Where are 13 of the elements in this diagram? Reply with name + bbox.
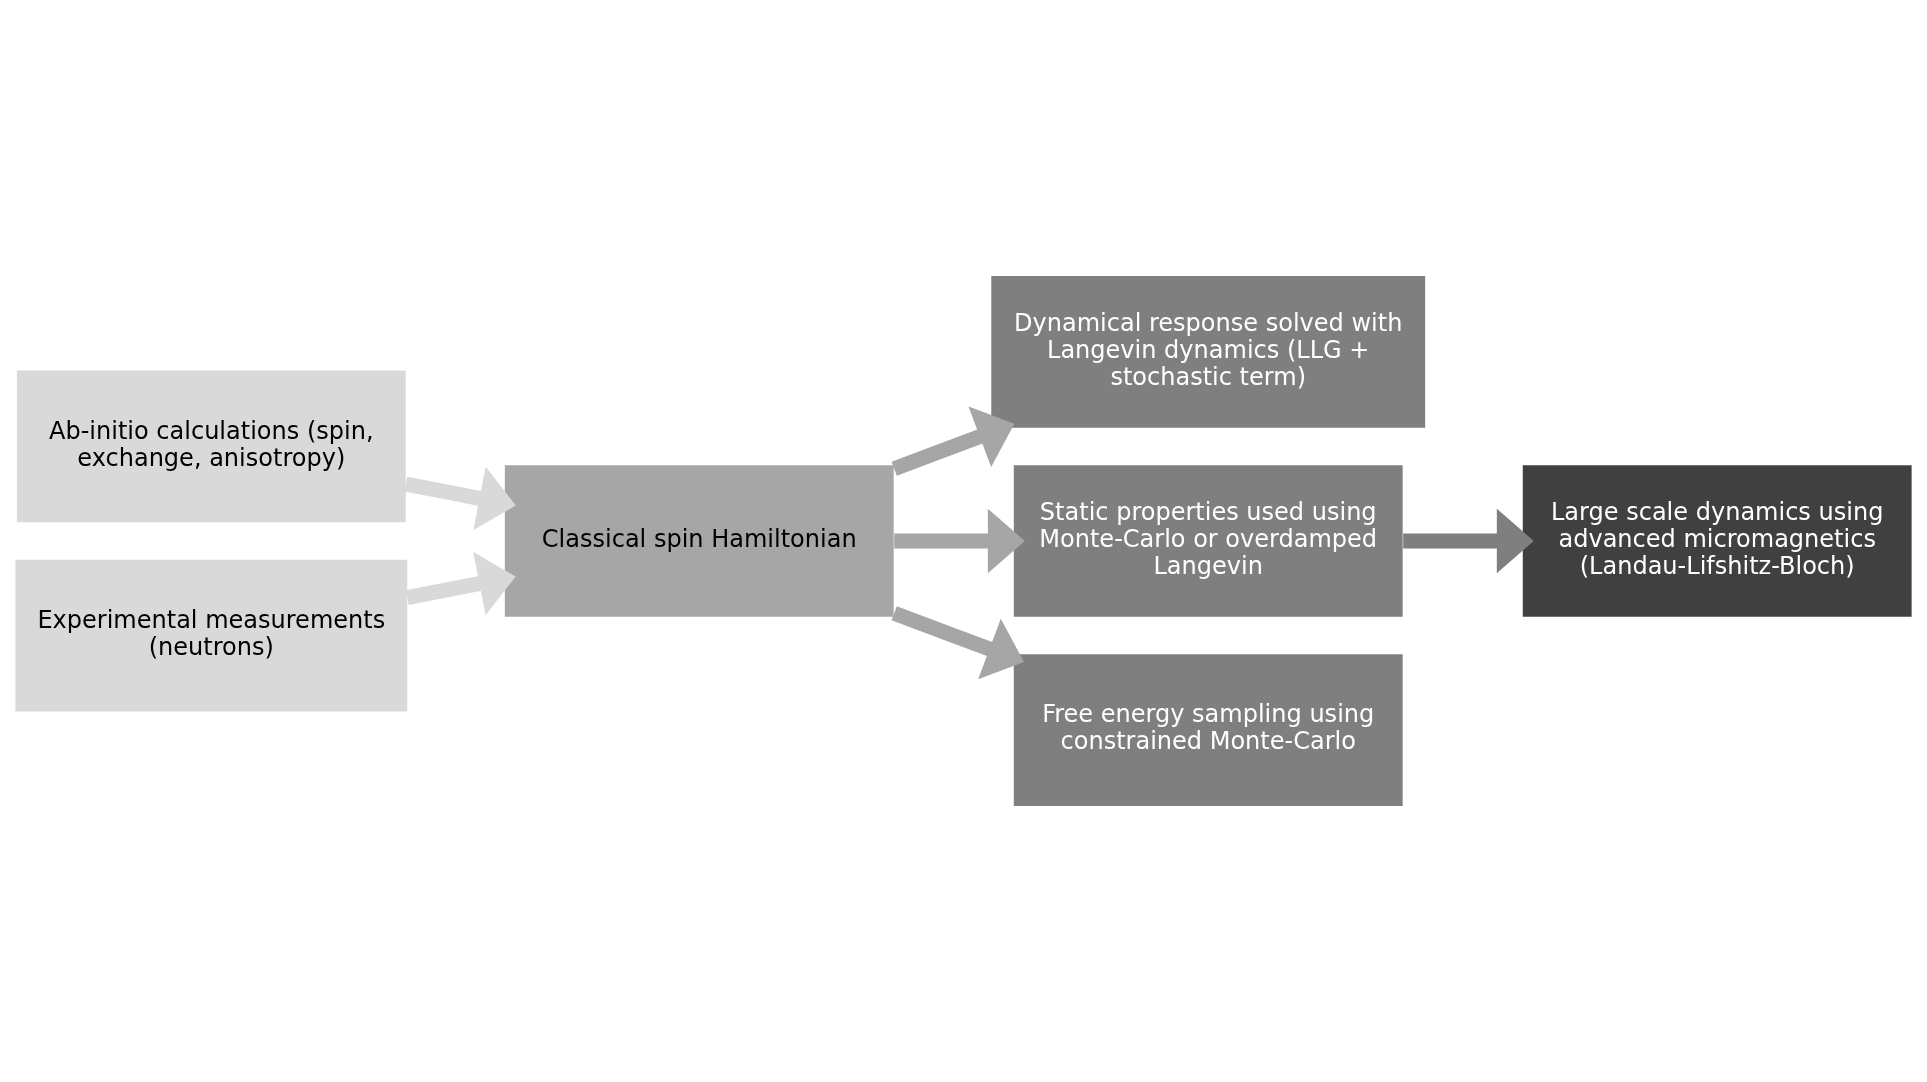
arrow: [404, 466, 516, 531]
arrow: [1403, 508, 1534, 574]
arrow: [891, 406, 1015, 476]
node-box: Static properties used using Monte-Carlo or overdamped Langevin: [1013, 465, 1403, 617]
node-box: Free energy sampling using constrained Monte-Carlo: [1013, 654, 1403, 806]
node-box: Dynamical response solved with Langevin dynamics (LLG + stochastic term): [991, 276, 1426, 428]
node-box: Classical spin Hamiltonian: [504, 465, 894, 617]
arrow: [891, 606, 1025, 680]
node-box: Experimental measurements (neutrons): [15, 559, 408, 712]
node-box: Large scale dynamics using advanced micromagnetics (Landau-Lifshitz-Bloch): [1522, 465, 1912, 617]
arrow: [894, 508, 1025, 574]
arrow: [405, 551, 516, 616]
node-box: Ab-initio calculations (spin, exchange, anisotropy): [16, 370, 406, 523]
